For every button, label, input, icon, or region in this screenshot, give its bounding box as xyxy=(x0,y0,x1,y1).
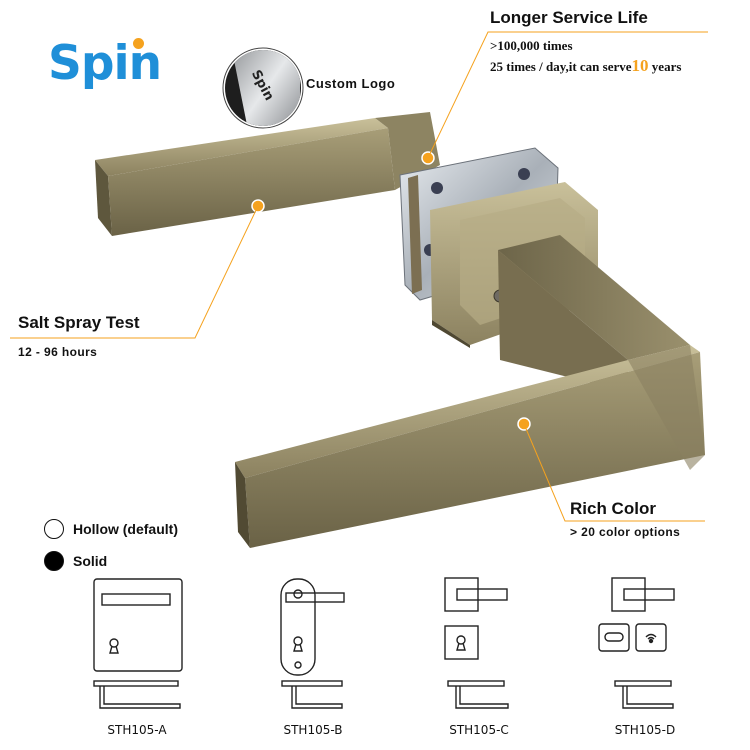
back-lever xyxy=(95,112,440,236)
option-hollow: Hollow (default) xyxy=(44,519,178,539)
service-life-line2-prefix: 25 times / day,it can serve xyxy=(490,59,632,74)
custom-logo-magnifier xyxy=(222,47,304,129)
diagram-sth105-d xyxy=(598,577,675,709)
salt-spray-title: Salt Spray Test xyxy=(18,313,140,332)
brand-logo: Spin xyxy=(48,36,162,91)
option-hollow-label: Hollow (default) xyxy=(73,521,178,537)
option-solid: Solid xyxy=(44,551,107,571)
custom-logo-label: Custom Logo xyxy=(306,76,396,91)
service-life-line2: 25 times / day,it can serve10 years xyxy=(490,56,681,76)
model-label-a: STH105-A xyxy=(107,723,167,737)
service-life-years-number: 10 xyxy=(631,56,649,75)
model-label-d: STH105-D xyxy=(614,723,676,737)
brand-logo-dot xyxy=(133,38,144,49)
diagram-sth105-a xyxy=(93,578,183,709)
diagram-sth105-c xyxy=(444,577,509,709)
model-label-c: STH105-C xyxy=(449,723,509,737)
service-life-line1: >100,000 times xyxy=(490,38,573,53)
service-life-title: Longer Service Life xyxy=(490,8,648,27)
leader-line-rich-color xyxy=(523,423,705,522)
hollow-circle-icon xyxy=(44,519,64,539)
leader-line-service-life xyxy=(427,31,708,159)
diagram-sth105-b xyxy=(280,578,345,709)
service-life-line2-suffix: years xyxy=(648,59,682,74)
front-lever xyxy=(235,235,705,548)
option-solid-label: Solid xyxy=(73,553,108,569)
solid-circle-icon xyxy=(44,551,64,571)
leader-line-salt-spray xyxy=(10,205,259,339)
rich-color-title: Rich Color xyxy=(570,499,656,518)
salt-spray-detail: 12 - 96 hours xyxy=(18,345,98,359)
model-label-b: STH105-B xyxy=(283,723,343,737)
brand-name: Spin xyxy=(48,36,162,91)
rich-color-detail: > 20 color options xyxy=(570,525,681,539)
